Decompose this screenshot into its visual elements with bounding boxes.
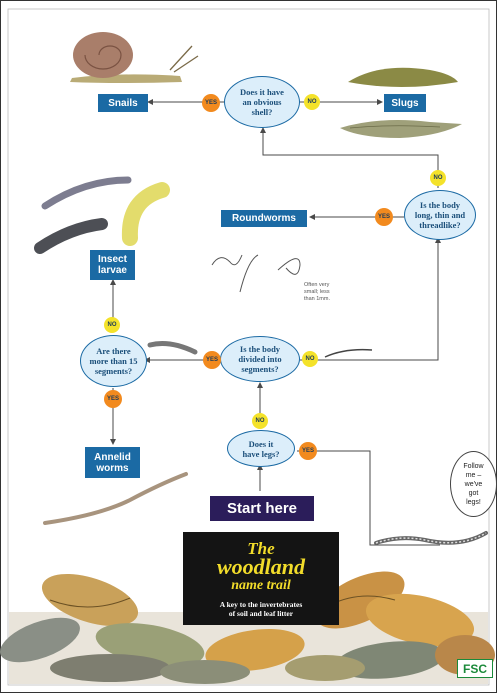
segmented-worm-illustration xyxy=(147,341,198,355)
fsc-logo: FSC xyxy=(457,659,493,678)
badge-yes-roundworms: YES xyxy=(375,208,393,226)
badge-yes-legs: YES xyxy=(299,442,317,460)
badge-no-threadlike: NO xyxy=(430,170,446,186)
connector-divided-threadlike xyxy=(300,240,439,361)
answer-insect-larvae: Insect larvae xyxy=(90,250,135,280)
answer-snails: Snails xyxy=(98,94,148,112)
subtitle: A key to the invertebrates of soil and l… xyxy=(219,600,303,618)
badge-no-slugs: NO xyxy=(304,94,320,110)
arrowheads xyxy=(110,99,441,470)
answer-slugs: Slugs xyxy=(384,94,426,112)
start-here-label: Start here xyxy=(210,496,314,521)
title-line-3: name trail xyxy=(231,578,291,593)
roundworm-illustrations xyxy=(211,254,301,293)
speech-bubble: Follow me – we've got legs! xyxy=(450,451,497,517)
roundworm-size-note: Often very small; less than 1mm. xyxy=(304,282,330,302)
question-shell: Does it have an obvious shell? xyxy=(224,76,300,128)
title-block: The woodland name trail A key to the inv… xyxy=(183,532,339,625)
smooth-worm-illustration xyxy=(324,348,373,358)
insect-larvae-illustrations xyxy=(34,176,170,254)
slug-illustrations xyxy=(340,67,462,138)
question-threadlike: Is the body long, thin and threadlike? xyxy=(404,190,476,240)
badge-yes-annelid: YES xyxy=(104,390,122,408)
annelid-worm-illustration xyxy=(43,472,188,525)
badge-no-divided: NO xyxy=(302,351,318,367)
badge-yes-snails: YES xyxy=(202,94,220,112)
question-body-divided: Is the body divided into segments? xyxy=(220,336,300,382)
question-more-than-15-segments: Are there more than 15 segments? xyxy=(80,335,147,387)
title-line-2: woodland xyxy=(216,554,306,579)
answer-annelid-worms: Annelid worms xyxy=(85,447,140,478)
badge-no-larvae: NO xyxy=(104,317,120,333)
badge-yes-divided: YES xyxy=(203,351,221,369)
answer-roundworms: Roundworms xyxy=(221,210,307,227)
question-has-legs: Does it have legs? xyxy=(227,430,295,467)
snail-illustration xyxy=(70,32,199,83)
badge-no-legs: NO xyxy=(252,413,268,429)
connector-legs-yes xyxy=(297,450,440,546)
title-line-1: The xyxy=(247,539,275,558)
